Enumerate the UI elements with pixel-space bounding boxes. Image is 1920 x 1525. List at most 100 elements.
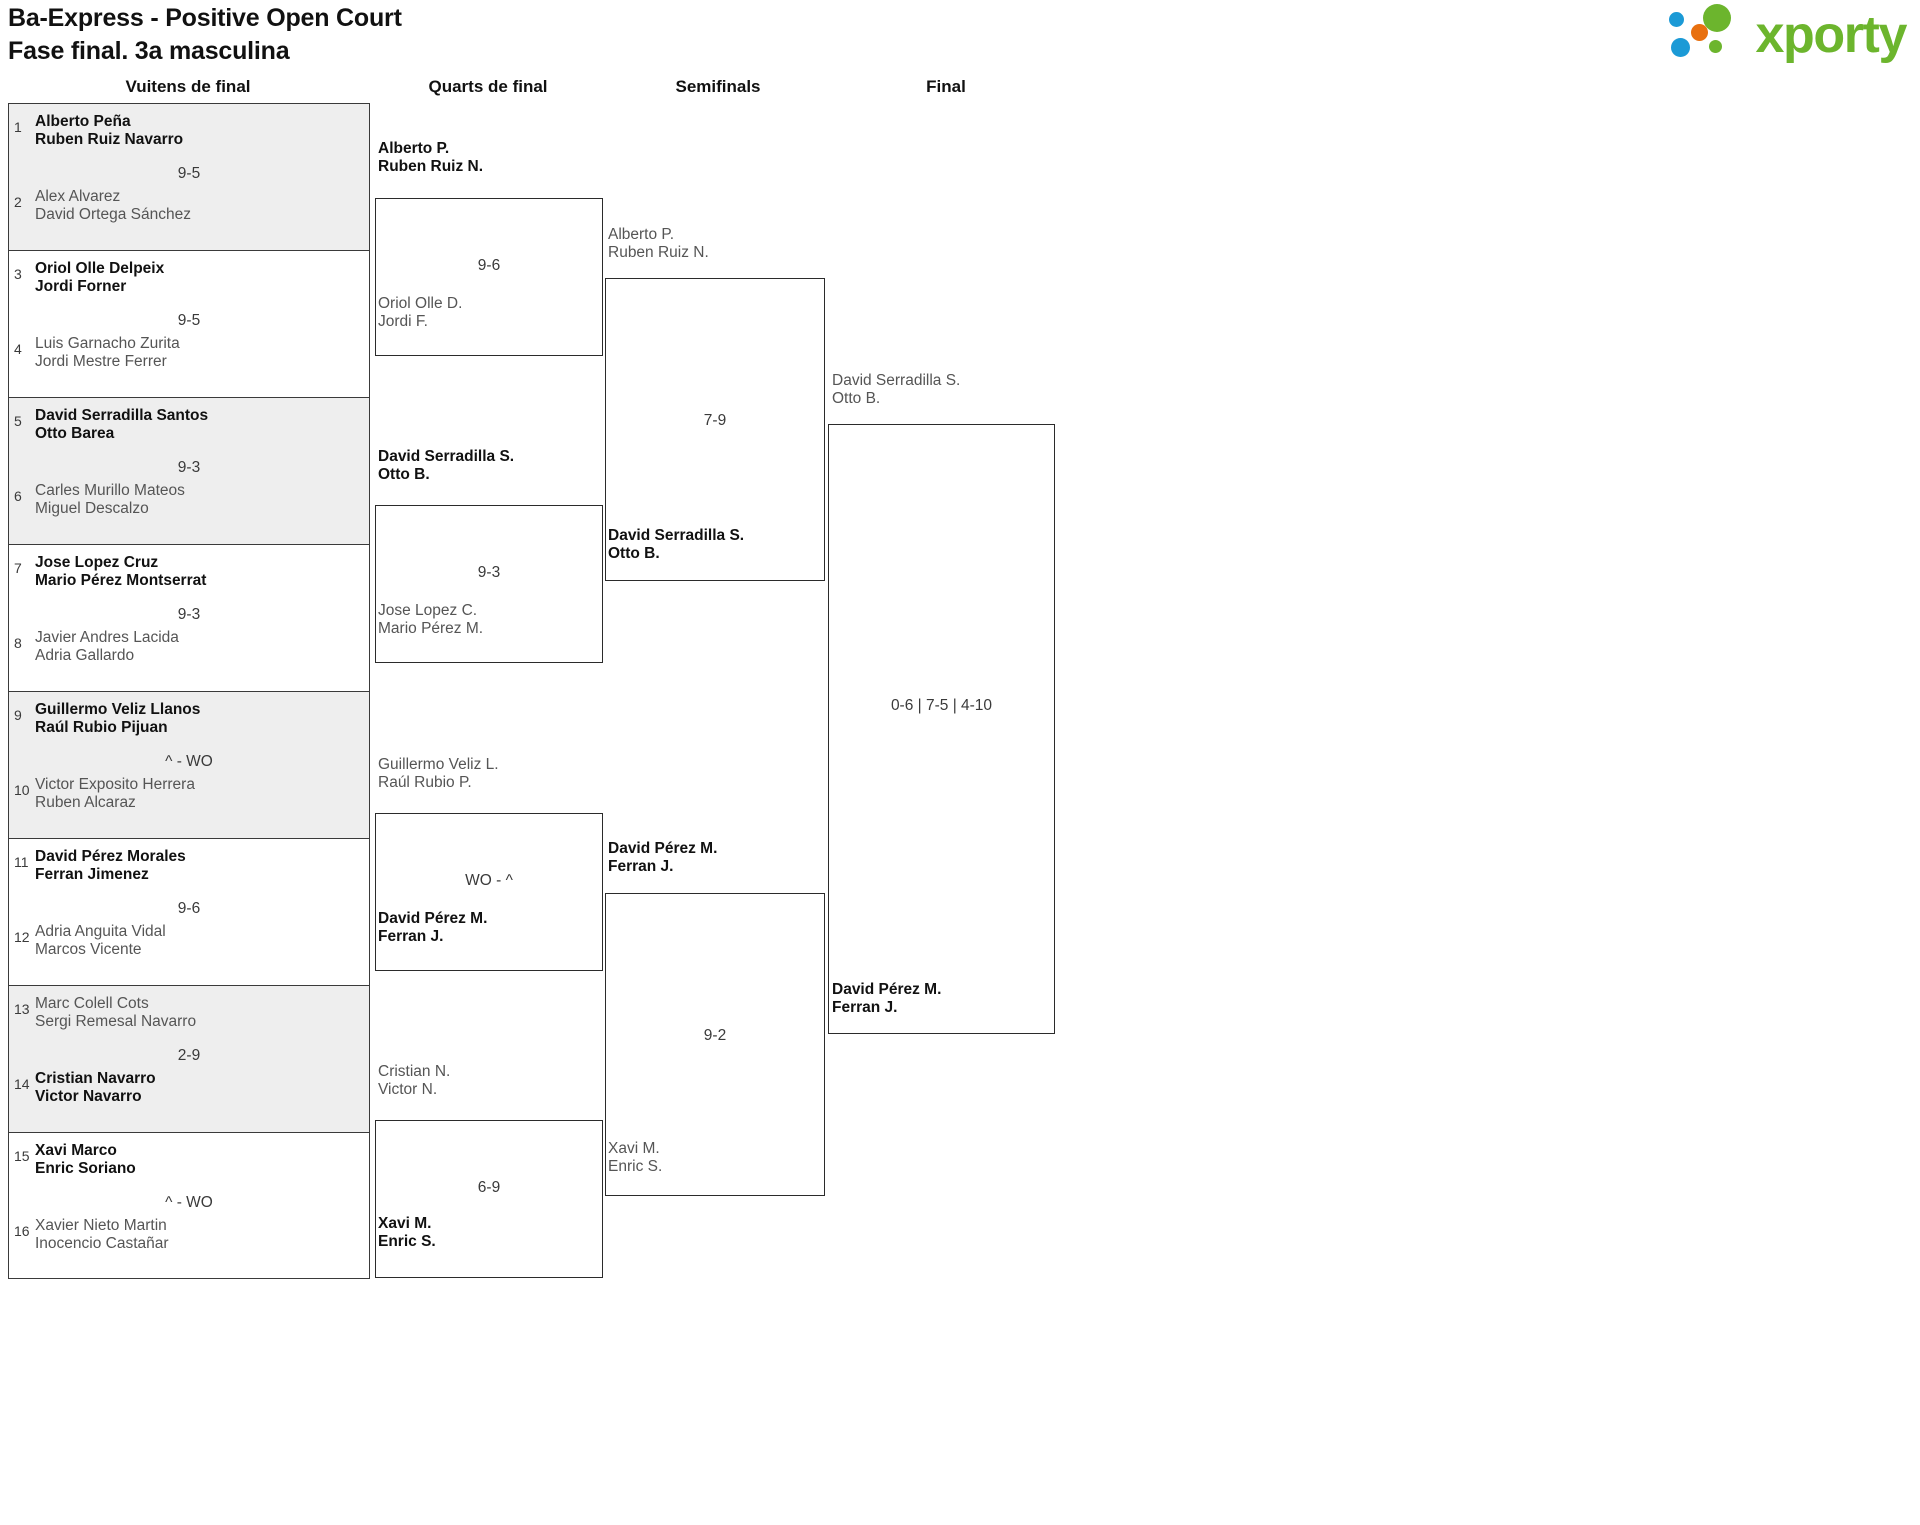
seed-number: 10: [14, 782, 30, 798]
match-qf-3[interactable]: WO - ^: [375, 813, 603, 971]
match-qf-4[interactable]: 6-9: [375, 1120, 603, 1278]
player-name: Marc Colell Cots: [35, 995, 149, 1012]
player-name: David Pérez M.: [608, 840, 718, 857]
player-name: Ruben Ruiz N.: [378, 157, 484, 175]
qf2-team-top[interactable]: David Serradilla S. Otto B.: [378, 448, 514, 484]
qf3-team-bottom[interactable]: David Pérez M. Ferran J.: [378, 910, 487, 946]
final-team-bottom-champion[interactable]: David Pérez M. Ferran J.: [832, 981, 941, 1017]
player-name: Ruben Ruiz N.: [608, 243, 709, 261]
match-r1-2[interactable]: 3 Oriol Olle Delpeix Jordi Forner 9-5 4 …: [8, 250, 370, 397]
round-header-quarterfinals: Quarts de final: [428, 77, 548, 96]
team-entry[interactable]: Luis Garnacho Zurita Jordi Mestre Ferrer: [35, 335, 361, 371]
xporty-logo: xporty: [1669, 2, 1907, 64]
player-name: Mario Pérez M.: [378, 619, 484, 637]
qf4-team-top[interactable]: Cristian N. Victor N.: [378, 1063, 450, 1099]
match-r1-4[interactable]: 7 Jose Lopez Cruz Mario Pérez Montserrat…: [8, 544, 370, 691]
team-entry[interactable]: Adria Anguita Vidal Marcos Vicente: [35, 923, 361, 959]
player-name: Alberto P.: [378, 140, 450, 157]
final-team-top[interactable]: David Serradilla S. Otto B.: [832, 372, 960, 408]
team-entry[interactable]: Victor Exposito Herrera Ruben Alcaraz: [35, 776, 361, 812]
match-score: 6-9: [477, 1179, 501, 1196]
team-entry[interactable]: David Serradilla Santos Otto Barea: [35, 407, 361, 443]
qf1-team-bottom[interactable]: Oriol Olle D. Jordi F.: [378, 295, 462, 331]
team-entry[interactable]: Cristian Navarro Victor Navarro: [35, 1070, 361, 1106]
match-sf-2[interactable]: 9-2: [605, 893, 825, 1196]
player-name: Enric S.: [378, 1232, 436, 1250]
player-name: Oriol Olle Delpeix: [35, 260, 165, 277]
player-name: Ferran J.: [608, 857, 674, 875]
qf2-team-bottom[interactable]: Jose Lopez C. Mario Pérez M.: [378, 602, 483, 638]
match-r1-7[interactable]: 13 Marc Colell Cots Sergi Remesal Navarr…: [8, 985, 370, 1132]
sf1-team-bottom[interactable]: David Serradilla S. Otto B.: [608, 527, 744, 563]
player-name: David Serradilla S.: [608, 527, 745, 544]
round-header-final: Final: [926, 77, 966, 96]
seed-number: 16: [14, 1223, 30, 1239]
player-name: Xavi Marco: [35, 1142, 117, 1159]
player-name: Otto B.: [378, 465, 430, 483]
player-name: Alex Alvarez: [35, 188, 121, 205]
player-name: Raúl Rubio Pijuan: [35, 718, 168, 736]
team-entry[interactable]: Jose Lopez Cruz Mario Pérez Montserrat: [35, 554, 361, 590]
player-name: Ferran J.: [378, 927, 444, 945]
team-entry[interactable]: Oriol Olle Delpeix Jordi Forner: [35, 260, 361, 296]
qf3-team-top[interactable]: Guillermo Veliz L. Raúl Rubio P.: [378, 756, 499, 792]
player-name: Alberto P.: [608, 226, 675, 243]
team-entry[interactable]: David Pérez Morales Ferran Jimenez: [35, 848, 361, 884]
team-entry[interactable]: Marc Colell Cots Sergi Remesal Navarro: [35, 995, 361, 1031]
player-name: Ruben Ruiz Navarro: [35, 130, 184, 148]
sf2-team-bottom[interactable]: Xavi M. Enric S.: [608, 1140, 662, 1176]
match-score: 9-2: [703, 1027, 727, 1044]
player-name: Oriol Olle D.: [378, 295, 463, 312]
player-name: Victor N.: [378, 1080, 438, 1098]
match-final[interactable]: 0-6 | 7-5 | 4-10: [828, 424, 1055, 1034]
player-name: David Serradilla S.: [832, 372, 961, 389]
match-score: ^ - WO: [165, 1194, 213, 1211]
match-r1-3[interactable]: 5 David Serradilla Santos Otto Barea 9-3…: [8, 397, 370, 544]
seed-number: 9: [14, 707, 22, 723]
player-name: Enric Soriano: [35, 1159, 136, 1177]
player-name: Guillermo Veliz Llanos: [35, 701, 201, 718]
team-entry[interactable]: Guillermo Veliz Llanos Raúl Rubio Pijuan: [35, 701, 361, 737]
logo-wordmark: xporty: [1755, 6, 1907, 64]
seed-number: 7: [14, 560, 22, 576]
match-score: 9-3: [477, 564, 501, 581]
match-score: 9-6: [177, 900, 201, 917]
sf2-team-top[interactable]: David Pérez M. Ferran J.: [608, 840, 717, 876]
match-qf-1[interactable]: 9-6: [375, 198, 603, 356]
qf4-team-bottom[interactable]: Xavi M. Enric S.: [378, 1215, 436, 1251]
team-entry[interactable]: Xavi Marco Enric Soriano: [35, 1142, 361, 1178]
match-score: 0-6 | 7-5 | 4-10: [890, 697, 993, 714]
qf1-team-top[interactable]: Alberto P. Ruben Ruiz N.: [378, 140, 483, 176]
team-entry[interactable]: Javier Andres Lacida Adria Gallardo: [35, 629, 361, 665]
seed-number: 12: [14, 929, 30, 945]
player-name: David Pérez M.: [832, 981, 942, 998]
player-name: Victor Navarro: [35, 1087, 142, 1105]
player-name: Ferran J.: [832, 998, 898, 1016]
match-score: ^ - WO: [165, 753, 213, 770]
match-r1-6[interactable]: 11 David Pérez Morales Ferran Jimenez 9-…: [8, 838, 370, 985]
match-score: WO - ^: [465, 872, 513, 889]
sf1-team-top[interactable]: Alberto P. Ruben Ruiz N.: [608, 226, 709, 262]
match-score: 9-3: [177, 459, 201, 476]
logo-dots-icon: [1669, 2, 1747, 64]
player-name: Sergi Remesal Navarro: [35, 1012, 197, 1030]
match-r1-5[interactable]: 9 Guillermo Veliz Llanos Raúl Rubio Piju…: [8, 691, 370, 838]
seed-number: 13: [14, 1001, 30, 1017]
player-name: David Serradilla S.: [378, 448, 515, 465]
match-sf-1[interactable]: 7-9: [605, 278, 825, 581]
seed-number: 15: [14, 1148, 30, 1164]
match-score: 9-5: [177, 165, 201, 182]
player-name: Xavi M.: [608, 1140, 660, 1157]
team-entry[interactable]: Alex Alvarez David Ortega Sánchez: [35, 188, 361, 224]
team-entry[interactable]: Xavier Nieto Martin Inocencio Castañar: [35, 1217, 361, 1253]
match-qf-2[interactable]: 9-3: [375, 505, 603, 663]
player-name: Raúl Rubio P.: [378, 773, 472, 791]
match-r1-8[interactable]: 15 Xavi Marco Enric Soriano ^ - WO 16 Xa…: [8, 1132, 370, 1279]
player-name: Otto B.: [608, 544, 660, 562]
player-name: Victor Exposito Herrera: [35, 776, 195, 793]
match-r1-1[interactable]: 1 Alberto Peña Ruben Ruiz Navarro 9-5 2 …: [8, 103, 370, 250]
team-entry[interactable]: Alberto Peña Ruben Ruiz Navarro: [35, 113, 361, 149]
team-entry[interactable]: Carles Murillo Mateos Miguel Descalzo: [35, 482, 361, 518]
player-name: Jordi Forner: [35, 277, 127, 295]
player-name: Marcos Vicente: [35, 940, 142, 958]
